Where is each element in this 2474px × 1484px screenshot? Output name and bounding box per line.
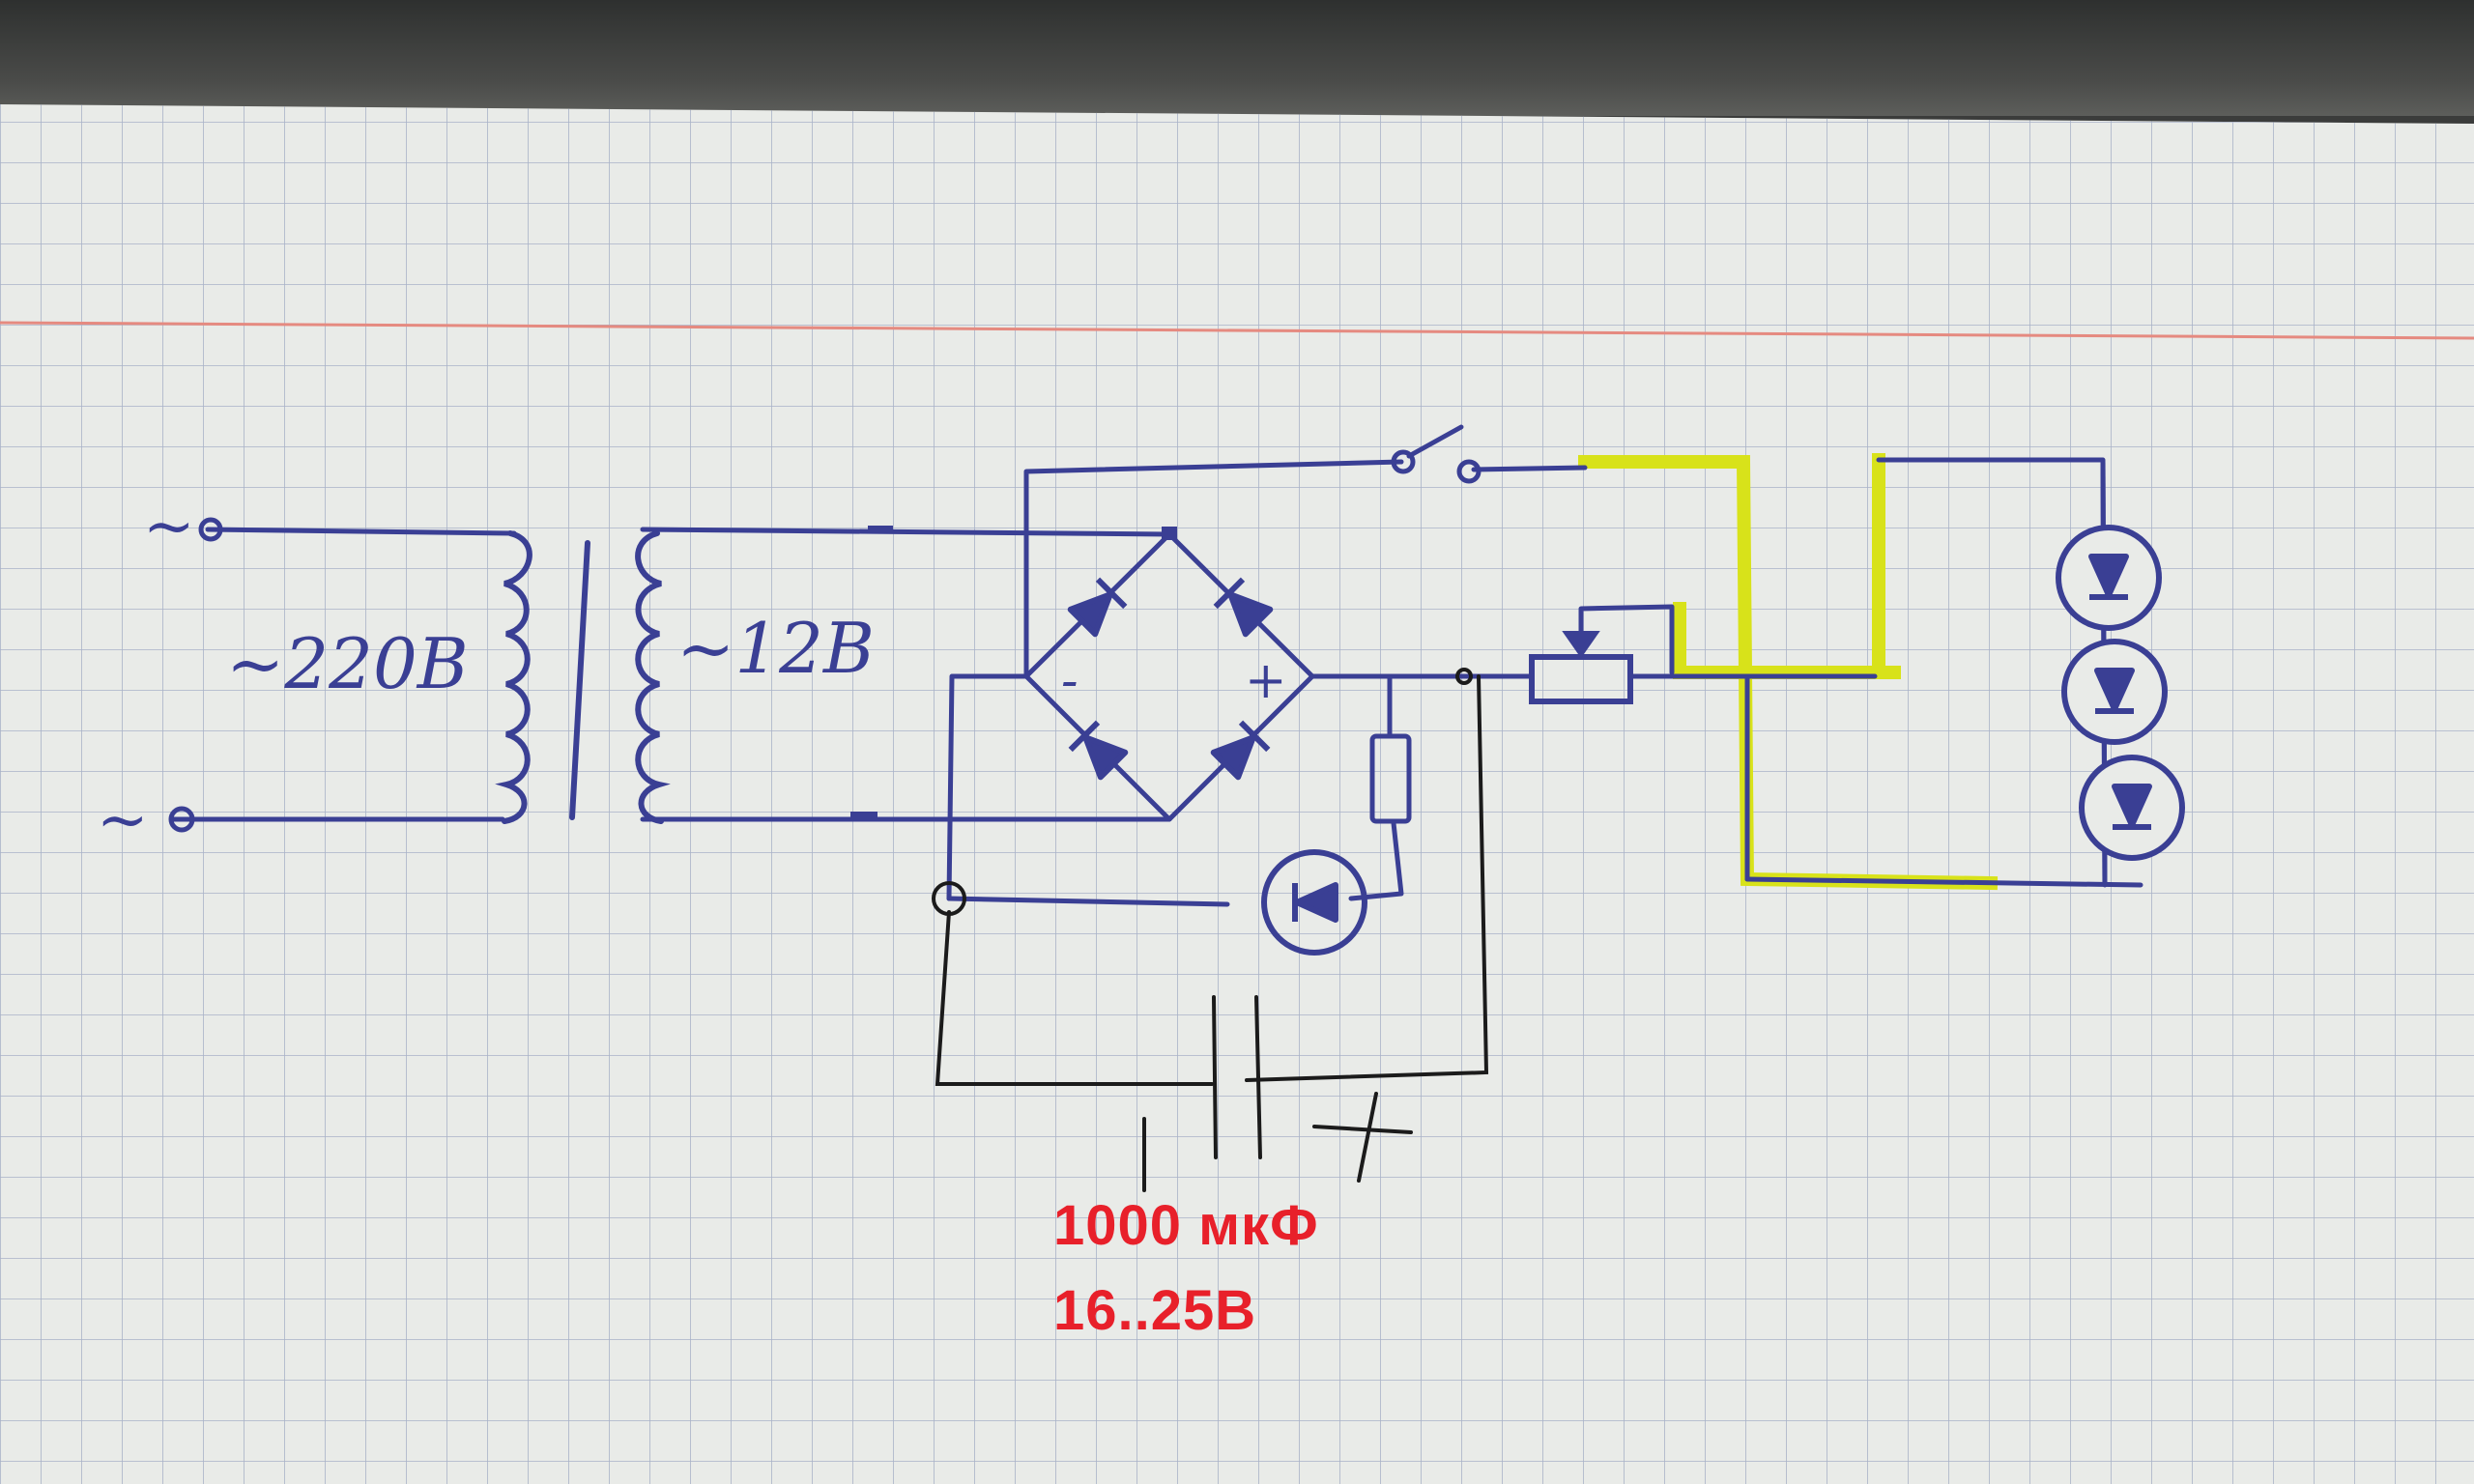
capacitance-label: 1000 мкФ — [1053, 1194, 1319, 1257]
bridge-plus-label: + — [1245, 652, 1287, 710]
secondary-voltage-label: ~12B — [676, 608, 875, 689]
primary-voltage-label: ~220B — [226, 623, 469, 704]
switch-icon — [1391, 424, 1482, 484]
primary-winding — [495, 530, 532, 824]
led-1 — [2056, 525, 2162, 631]
ac-symbol-top: ~ — [143, 491, 195, 562]
ac-symbol-bottom: ~ — [97, 785, 149, 856]
transformer-core — [569, 540, 590, 820]
led-2 — [2061, 639, 2168, 745]
test-point-right — [1455, 668, 1473, 685]
potentiometer-icon — [1529, 631, 1633, 704]
cap-voltage-label: 16..25В — [1053, 1279, 1257, 1342]
ac-terminal-top — [198, 517, 223, 542]
bridge-minus-label: - — [1061, 652, 1079, 710]
margin-line — [0, 321, 2474, 340]
transformer — [495, 530, 671, 824]
desk-background — [0, 0, 2474, 116]
secondary-winding — [635, 530, 671, 824]
grid-lines — [0, 104, 2474, 1484]
indicator-led — [1261, 849, 1367, 956]
led-string — [2056, 459, 2185, 886]
junction-dots — [850, 526, 1177, 821]
led-3 — [2079, 755, 2185, 861]
resistor-icon — [1369, 733, 1412, 824]
filter-capacitor — [935, 674, 1489, 1192]
ac-terminal-bottom — [168, 806, 195, 833]
